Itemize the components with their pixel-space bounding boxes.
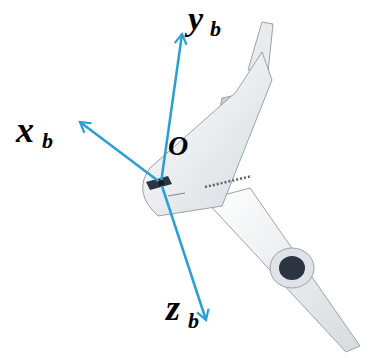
axis-subscript: b (42, 130, 53, 152)
axis-subscript: b (188, 310, 199, 332)
engine-intake (279, 256, 305, 280)
axis-subscript: b (210, 18, 221, 40)
axis-letter: z (166, 290, 180, 326)
cockpit-window (146, 176, 172, 190)
engine (270, 248, 314, 288)
yb-axis (161, 34, 182, 183)
axis-letter: x (16, 112, 34, 148)
lower-wing (205, 188, 360, 352)
fuselage (143, 52, 272, 216)
origin-dot (158, 180, 164, 186)
origin-label: O (168, 132, 188, 160)
xb-axis (80, 122, 161, 183)
cabin-windows (205, 176, 252, 187)
door-line (168, 193, 185, 196)
axis-letter: y (188, 2, 203, 36)
